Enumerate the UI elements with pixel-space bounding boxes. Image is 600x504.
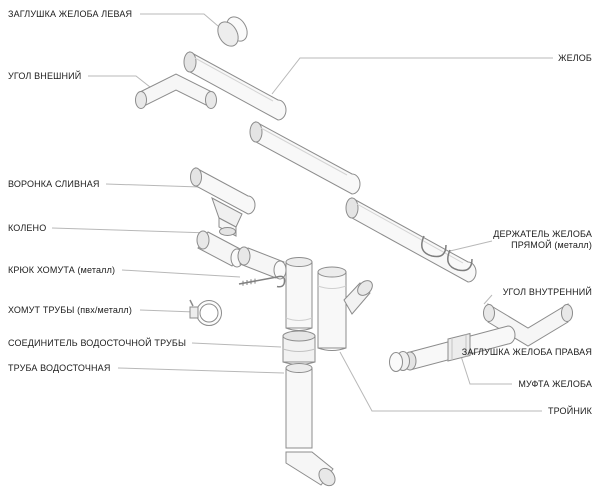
- leader-gutter-end-cap-left: [140, 13, 219, 27]
- leader-inner-corner: [483, 294, 493, 305]
- label-elbow: КОЛЕНО: [8, 223, 47, 233]
- leader-elbow: [51, 227, 211, 234]
- label-gutter-end-cap-right: ЗАГЛУШКА ЖЕЛОБА ПРАВАЯ: [461, 347, 592, 357]
- leader-pipe-clamp: [139, 309, 196, 313]
- leader-clamp-hook: [121, 269, 241, 278]
- part-elbow-upper: [196, 230, 244, 268]
- label-gutter-end-cap-left: ЗАГЛУШКА ЖЕЛОБА ЛЕВАЯ: [8, 9, 133, 19]
- part-gutter-bracket-straight: [421, 235, 473, 272]
- label-downpipe: ТРУБА ВОДОСТОЧНАЯ: [8, 363, 111, 373]
- label-gutter-coupling: МУФТА ЖЕЛОБА: [518, 379, 592, 389]
- label-drain-funnel: ВОРОНКА СЛИВНАЯ: [8, 179, 100, 189]
- label-gutter-bracket: ДЕРЖАТЕЛЬ ЖЕЛОБА ПРЯМОЙ (металл): [493, 229, 592, 250]
- leader-outer-corner: [88, 75, 151, 88]
- part-gutter-end-cap-left: [217, 16, 248, 47]
- leader-downpipe: [117, 367, 285, 374]
- parts-drawing: [135, 16, 573, 487]
- label-pipe-clamp: ХОМУТ ТРУБЫ (пвх/металл): [8, 305, 132, 315]
- part-gutter-end-cap-right: [389, 351, 410, 372]
- label-outer-corner: УГОЛ ВНЕШНИЙ: [8, 71, 82, 81]
- part-inner-corner: [483, 303, 573, 347]
- leader-gutter: [271, 57, 553, 95]
- leader-gutter-bracket: [449, 240, 493, 252]
- part-outlet-elbow: [285, 451, 336, 487]
- part-downpipe-connector: [282, 330, 316, 365]
- part-downpipe-lower: [285, 363, 313, 449]
- label-clamp-hook: КРЮК ХОМУТА (металл): [8, 265, 116, 275]
- label-downpipe-connector: СОЕДИНИТЕЛЬ ВОДОСТОЧНОЙ ТРУБЫ: [8, 338, 187, 348]
- part-gutter-section-1: [183, 51, 287, 121]
- leader-gutter-coupling: [460, 355, 512, 385]
- part-outer-corner: [135, 73, 217, 109]
- part-tee: [317, 266, 373, 351]
- label-tee: ТРОЙНИК: [547, 406, 592, 416]
- leader-tee: [339, 351, 542, 412]
- part-drain-funnel: [190, 167, 256, 237]
- label-inner-corner: УГОЛ ВНУТРЕННИЙ: [502, 287, 592, 297]
- part-clamp-hook: [238, 275, 286, 288]
- leader-downpipe-connector: [191, 342, 282, 348]
- part-gutter-section-2: [249, 121, 361, 195]
- part-elbow-lower: [237, 246, 287, 280]
- part-gutter-coupling: [447, 332, 471, 362]
- label-gutter: ЖЕЛОБ: [558, 53, 592, 63]
- part-downpipe-upper: [285, 257, 313, 331]
- leader-drain-funnel: [105, 183, 201, 188]
- part-gutter-section-3: [345, 197, 477, 283]
- part-pipe-clamp: [189, 299, 222, 326]
